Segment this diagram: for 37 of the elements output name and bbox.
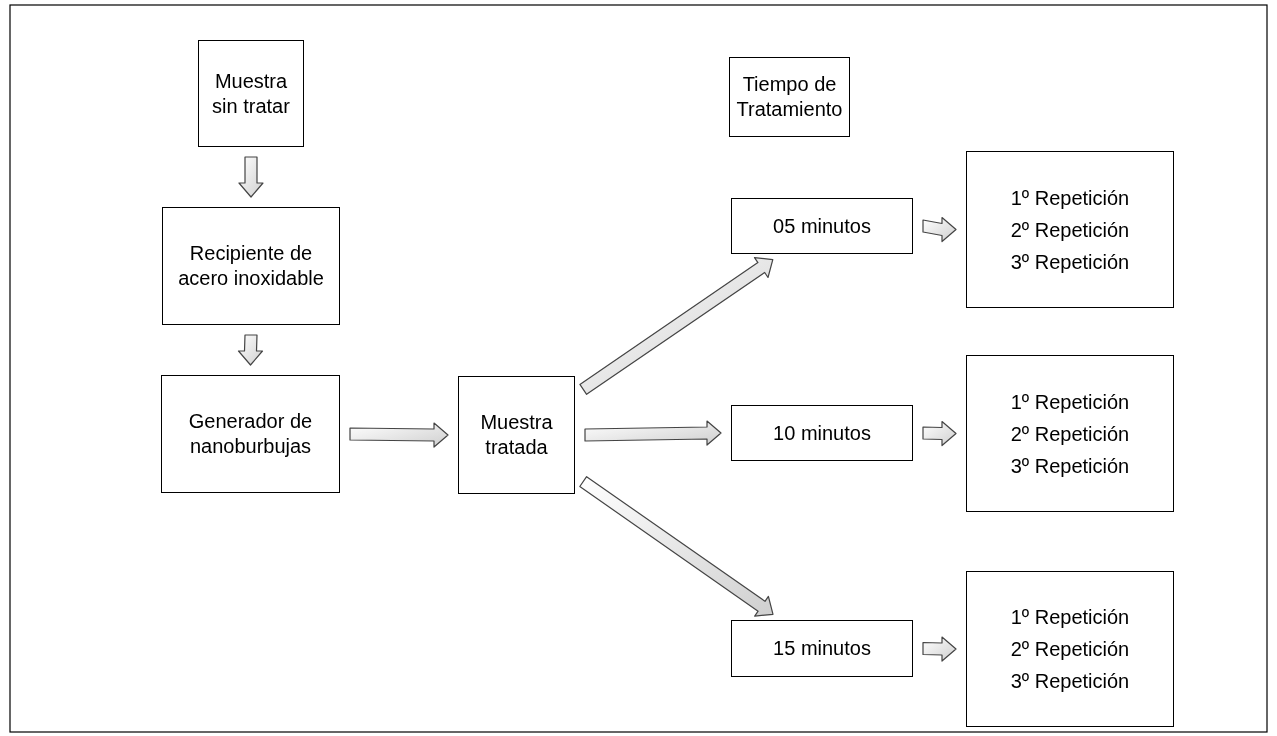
block-arrow — [584, 420, 722, 446]
block-arrow — [237, 334, 264, 366]
node-label: 3º Repetición — [1010, 249, 1130, 275]
node-label: 1º Repetición — [1010, 389, 1130, 415]
process-box — [731, 620, 913, 677]
process-box — [198, 40, 304, 147]
node-label: 1º Repetición — [1010, 605, 1130, 630]
node-label: 10 minutos — [773, 420, 871, 446]
block-arrow — [579, 476, 774, 617]
node-label: Tiempo de Tratamiento — [735, 72, 844, 122]
process-box — [966, 355, 1174, 512]
node-label: 2º Repetición — [1010, 637, 1130, 662]
block-arrow — [922, 420, 957, 447]
block-arrow — [579, 257, 774, 395]
process-box — [966, 151, 1174, 308]
node-label: 3º Repetición — [1010, 453, 1130, 479]
node-label: 2º Repetición — [1010, 217, 1130, 243]
process-box — [731, 198, 913, 254]
block-arrow — [349, 422, 449, 448]
process-box — [729, 57, 850, 137]
block-arrow — [238, 156, 264, 198]
process-box — [161, 375, 340, 493]
process-box — [162, 207, 340, 325]
node-label: Recipiente de acero inoxidable — [177, 241, 325, 291]
process-box — [458, 376, 575, 494]
node-label: 05 minutos — [773, 213, 871, 239]
process-box — [966, 571, 1174, 727]
process-box — [731, 405, 913, 461]
node-label: 1º Repetición — [1010, 185, 1130, 211]
node-label: Generador de nanoburbujas — [187, 409, 314, 459]
node-label: Muestra sin tratar — [211, 68, 291, 119]
node-label: Muestra tratada — [479, 410, 554, 460]
node-label: 2º Repetición — [1010, 421, 1130, 447]
block-arrow — [922, 216, 957, 243]
node-label: 3º Repetición — [1010, 669, 1130, 694]
node-label: 15 minutos — [773, 636, 871, 661]
block-arrow — [922, 636, 957, 662]
